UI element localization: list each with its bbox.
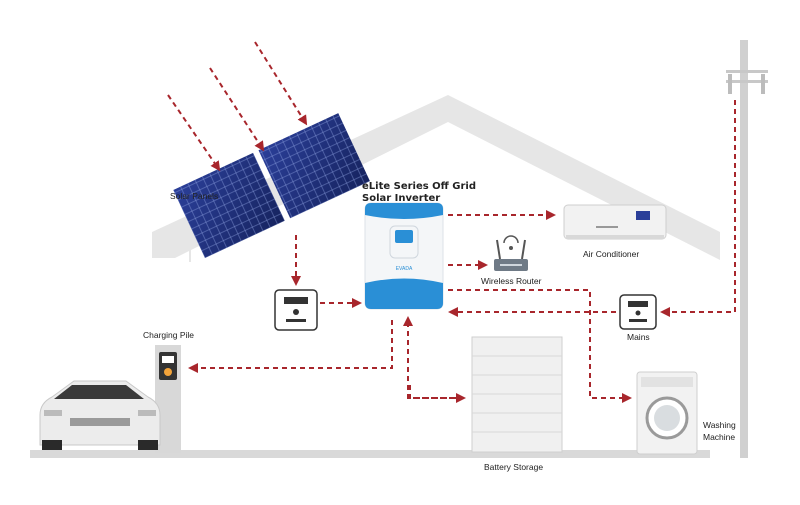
dashed-arrow-icon: [209, 67, 265, 152]
inverter-screen: [395, 230, 413, 243]
mains-label: Mains: [627, 332, 650, 342]
air-conditioner: [563, 204, 667, 240]
sun-rays: [167, 41, 308, 172]
solar-panels-label: Solar Panels: [170, 191, 218, 201]
charging-pile: [155, 345, 181, 453]
charging-pile-label: Charging Pile: [143, 330, 194, 340]
solar-inverter: EVADA: [364, 202, 444, 310]
battery-storage: [471, 336, 563, 453]
washing-machine-label-line2: Machine: [703, 432, 735, 442]
dashed-arrow-icon: [254, 41, 308, 126]
solar-panels: [173, 113, 370, 258]
dashed-arrow-icon: [167, 94, 221, 172]
washing-machine-label-line1: Washing: [703, 420, 736, 430]
flow-pole-to-mains: [660, 100, 736, 317]
car-icon: [39, 380, 161, 450]
flow-inverter-to-charger: [188, 320, 393, 373]
flow-battery-to-inverter: [403, 316, 463, 399]
wireless-router-label: Wireless Router: [481, 276, 542, 286]
flow-inverter-to-battery: [409, 385, 466, 403]
inverter-title-line2: Solar Inverter: [362, 193, 440, 204]
inverter-brand: EVADA: [396, 266, 413, 272]
air-conditioner-label: Air Conditioner: [583, 249, 639, 259]
meter-icon: [274, 289, 318, 331]
inverter-title-line1: eLite Series Off Grid: [362, 181, 476, 192]
flow-arrows: [188, 100, 736, 403]
battery-storage-label: Battery Storage: [484, 462, 543, 472]
utility-pole: [726, 40, 768, 458]
washing-machine: [636, 371, 698, 455]
router-icon: [494, 235, 528, 271]
meter-icon: [619, 294, 657, 330]
ground: [30, 450, 710, 458]
